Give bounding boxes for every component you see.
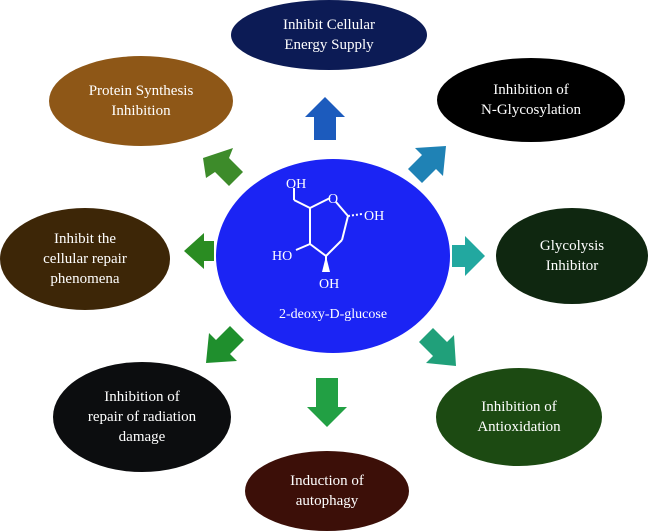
arrow-up-right (408, 146, 446, 183)
center-label: 2-deoxy-D-glucose (278, 307, 388, 322)
arrow-down (307, 378, 347, 427)
molecule-ring-o: O (328, 192, 338, 207)
arrow-right (452, 236, 485, 276)
arrow-down-left (206, 326, 244, 363)
effect-nglyco: Inhibition of N-Glycosylation (437, 58, 625, 142)
effect-autophagy-label: Induction of autophagy (290, 473, 364, 509)
arrow-up (305, 97, 345, 140)
molecule-oh-right: OH (364, 209, 384, 224)
effect-protein: Protein Synthesis Inhibition (49, 56, 233, 146)
effect-energy: Inhibit Cellular Energy Supply (231, 0, 427, 70)
molecule-oh-top: OH (286, 177, 306, 192)
effect-protein-label: Protein Synthesis Inhibition (88, 83, 194, 119)
arrow-left (184, 233, 214, 269)
effect-antioxidation: Inhibition of Antioxidation (436, 368, 602, 466)
effect-glycolysis: Glycolysis Inhibitor (496, 208, 648, 304)
glucose-structure-icon: OH O OH HO OH (272, 177, 384, 292)
effect-glycolysis-label: Glycolysis Inhibitor (539, 238, 605, 274)
center-circle (216, 159, 450, 353)
effect-repair: Inhibit the cellular repair phenomena (0, 208, 170, 310)
effect-repair-label: Inhibit the cellular repair phenomena (43, 231, 127, 287)
molecule-oh-bottom: OH (319, 277, 339, 292)
molecule-oh-left: HO (272, 249, 292, 264)
effect-autophagy: Induction of autophagy (245, 451, 409, 531)
effect-radiation-label: Inhibition of repair of radiation damage (87, 389, 197, 445)
effect-radiation: Inhibition of repair of radiation damage (53, 362, 231, 472)
arrow-up-left (203, 148, 243, 186)
effect-antioxidation-label: Inhibition of Antioxidation (477, 399, 561, 435)
effect-nglyco-label: Inhibition of N-Glycosylation (481, 82, 581, 118)
effect-energy-label: Inhibit Cellular Energy Supply (282, 17, 376, 53)
arrow-down-right (419, 328, 456, 366)
